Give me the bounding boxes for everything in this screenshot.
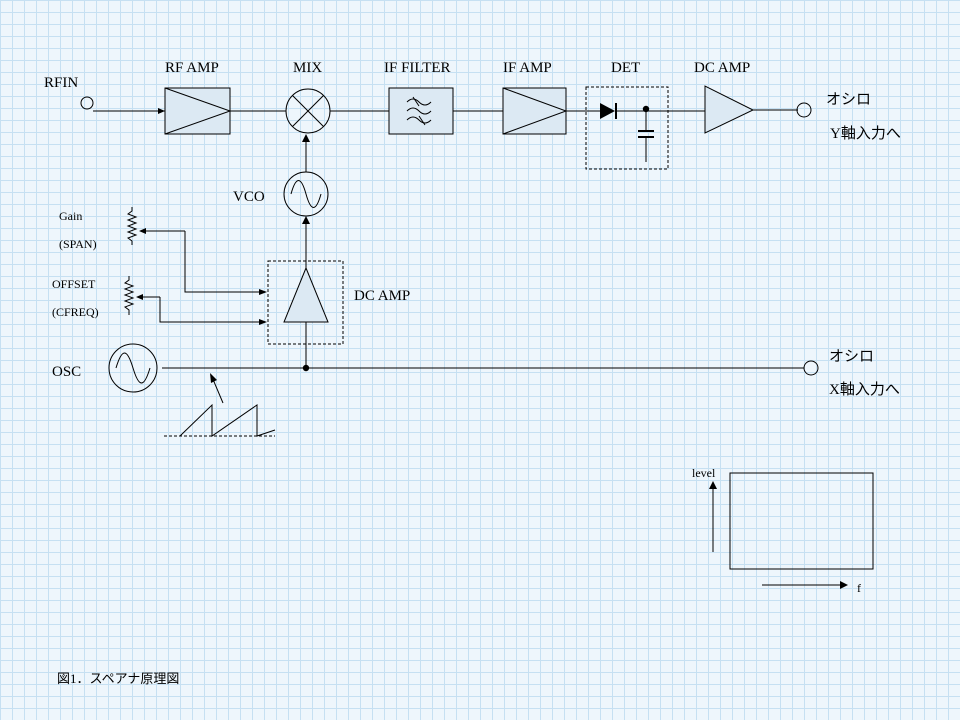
if-filter-label: IF FILTER <box>384 60 451 76</box>
if-amp-block <box>502 87 568 135</box>
mix-label: MIX <box>293 60 322 76</box>
osc-label: OSC <box>52 364 81 380</box>
if-amp-label: IF AMP <box>503 60 552 76</box>
gain-potentiometer[interactable] <box>126 207 185 245</box>
det-label: DET <box>611 60 640 76</box>
rf-amp-label: RF AMP <box>165 60 219 76</box>
y-output-label-2: Y軸入力へ <box>830 125 901 142</box>
wire-gain-dcamp <box>184 231 262 293</box>
offset-potentiometer[interactable] <box>123 276 160 315</box>
arrow-into-mix <box>302 134 310 142</box>
wire-offset-dcamp <box>159 297 262 323</box>
rf-amp-block <box>164 87 232 135</box>
osc-symbol <box>108 343 158 393</box>
gain-label-2: (SPAN) <box>59 237 97 251</box>
detector-outline <box>585 86 669 170</box>
dc-amp-mid-label: DC AMP <box>354 288 410 304</box>
frequency-axis-label: f <box>857 581 861 595</box>
x-output-terminal <box>803 360 819 376</box>
sawtooth-pointer-arrow <box>210 373 217 383</box>
offset-label-1: OFFSET <box>52 277 96 291</box>
vco-symbol <box>283 171 329 217</box>
dc-amp-mid-triangle <box>283 266 329 323</box>
sawtooth-waveform <box>164 403 276 437</box>
rfin-label: RFIN <box>44 75 78 91</box>
y-output-terminal <box>796 102 812 118</box>
scope-screen <box>729 472 874 570</box>
capacitor-symbol <box>638 111 654 162</box>
dc-amp-top-label: DC AMP <box>694 60 750 76</box>
arrow-into-vco <box>302 216 310 224</box>
diode-symbol <box>586 103 617 119</box>
figure-caption: 図1．スペアナ原理図 <box>57 671 179 686</box>
arrow-gain-into-dcamp <box>259 289 267 295</box>
arrow-into-rfamp <box>158 108 165 114</box>
frequency-axis-arrow <box>840 581 848 589</box>
vco-label: VCO <box>233 189 265 205</box>
junction-dot-det <box>642 105 650 113</box>
x-output-label-2: X軸入力へ <box>829 381 900 398</box>
x-output-label-1: オシロ <box>829 349 874 365</box>
gain-label-1: Gain <box>59 209 82 223</box>
junction-dot-sweep <box>302 364 310 372</box>
dc-amp-top-triangle <box>704 85 755 134</box>
if-filter-block <box>388 87 454 135</box>
offset-label-2: (CFREQ) <box>52 305 99 319</box>
level-axis-arrow <box>709 481 717 489</box>
arrow-offset-into-dcamp <box>259 319 267 325</box>
level-axis-label: level <box>692 466 716 480</box>
mixer-symbol <box>285 88 331 134</box>
rfin-terminal <box>80 96 94 110</box>
y-output-label-1: オシロ <box>826 92 871 108</box>
